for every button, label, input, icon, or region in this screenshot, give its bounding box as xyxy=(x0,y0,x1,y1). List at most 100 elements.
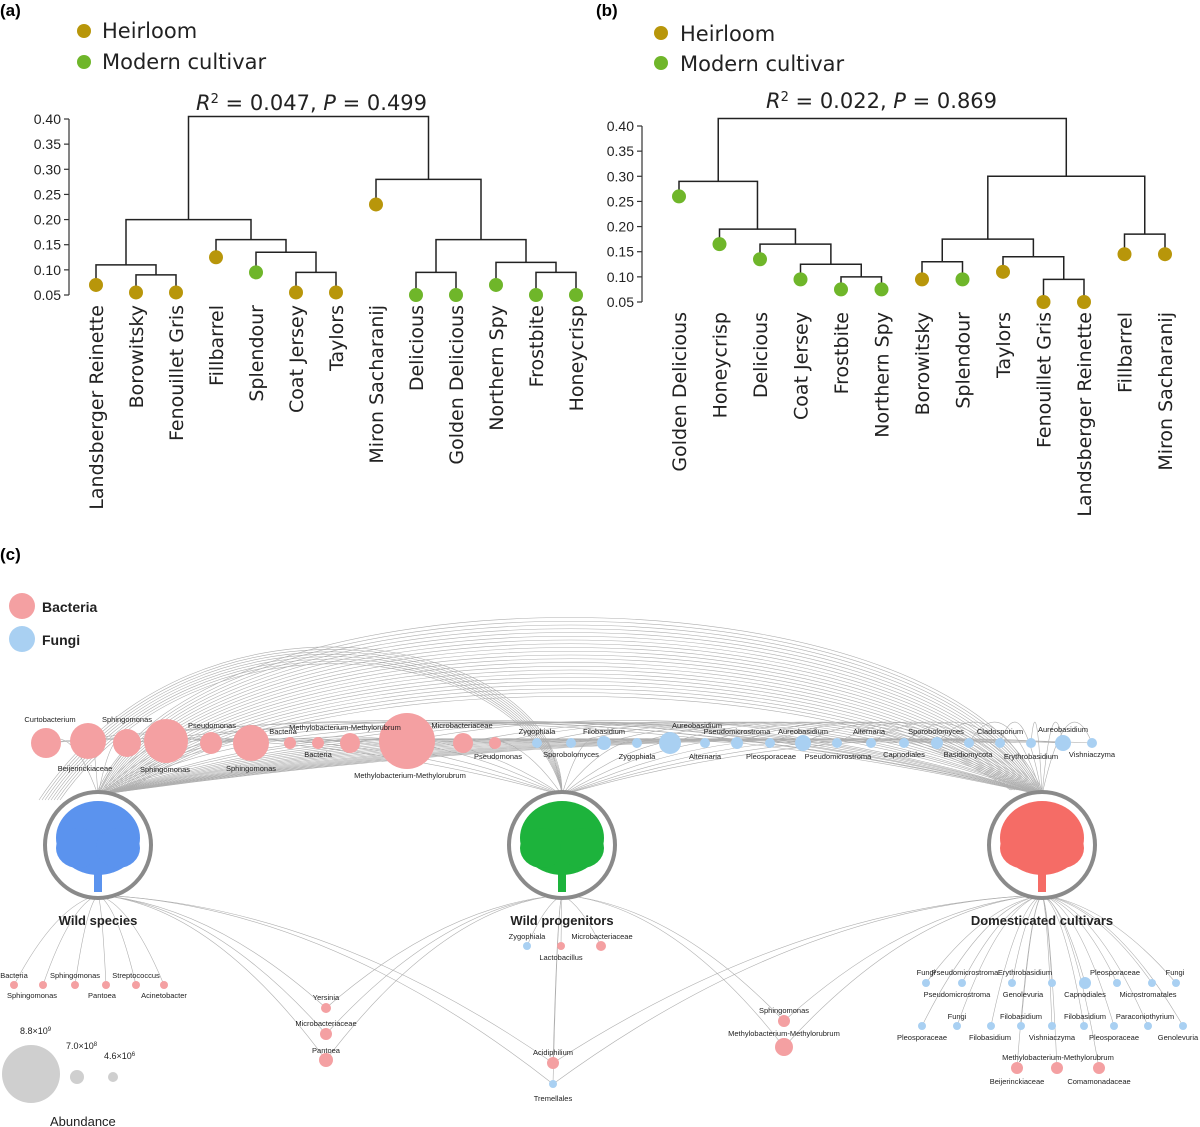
fungi-node xyxy=(958,979,966,987)
fungi-node xyxy=(1172,979,1180,987)
node-label: Curtobacterium xyxy=(24,715,75,724)
fungi-node xyxy=(1079,977,1091,989)
edge-arc xyxy=(47,653,563,801)
edge xyxy=(406,720,1043,796)
panel-b-branches xyxy=(678,117,1166,302)
node-label: Pseudomicrostroma xyxy=(932,968,1000,977)
leaf-label: Northern Spy xyxy=(872,312,894,438)
legend-c-fungi-text: Fungi xyxy=(42,632,80,648)
node-label: Aureobasidium xyxy=(778,727,828,736)
edge-arc xyxy=(41,649,563,801)
leaf-label: Landsberger Reinette xyxy=(86,305,108,510)
node-label: Pseudomonas xyxy=(188,721,236,730)
y-tick-label: 0.20 xyxy=(607,219,634,235)
edge xyxy=(1030,721,1043,796)
leaf-label: Borowitsky xyxy=(126,305,148,408)
bacteria-node xyxy=(102,981,110,989)
leaf-label: Fenouillet Gris xyxy=(166,305,188,441)
edge-arc xyxy=(50,656,563,801)
fungi-node xyxy=(987,1022,995,1030)
node-label: Acinetobacter xyxy=(141,991,187,1000)
node-label: Pseudomicrostroma xyxy=(924,990,992,999)
fungi-node xyxy=(1179,1022,1187,1030)
leaf-label: Borowitsky xyxy=(912,312,934,415)
fungi-node xyxy=(1008,979,1016,987)
node-label: Streptococcus xyxy=(112,971,160,980)
leaf-label: Frostbite xyxy=(526,305,548,387)
fungi-node xyxy=(1017,1022,1025,1030)
bacteria-node xyxy=(379,713,435,769)
tree-icon-red xyxy=(1000,801,1084,892)
dendro-branch xyxy=(255,251,317,273)
bacteria-node xyxy=(596,941,606,951)
fungi-node xyxy=(597,736,611,750)
edge xyxy=(1041,721,1064,796)
leaf-label: Northern Spy xyxy=(486,305,508,431)
fungi-node xyxy=(659,732,681,754)
edge xyxy=(325,894,563,1035)
edge xyxy=(494,721,1043,796)
tree-icon-blue xyxy=(56,801,140,892)
fungi-node xyxy=(566,738,576,748)
node-label: Acidiphilium xyxy=(533,1048,573,1057)
edge xyxy=(669,721,1043,796)
node-label: Sporobolomyces xyxy=(543,750,599,759)
legend-b-modern-marker xyxy=(654,56,668,70)
node-label: Pseudomicrostroma xyxy=(704,727,772,736)
edge xyxy=(1041,894,1100,1069)
leaf-label: Taylors xyxy=(326,305,348,372)
dendro-branch xyxy=(718,228,797,245)
fungi-node xyxy=(1048,1022,1056,1030)
edge-arc xyxy=(100,624,1040,791)
abundance-circle-large xyxy=(2,1045,60,1103)
stat-b-rest: = 0.022, xyxy=(789,89,893,113)
y-tick-label: 0.35 xyxy=(34,136,61,152)
leaf-label: Miron Sacharanij xyxy=(366,305,388,464)
bacteria-node xyxy=(10,981,18,989)
panel-c-label: (c) xyxy=(0,545,21,564)
node-label: Filobasidium xyxy=(1000,1012,1042,1021)
edge-arc xyxy=(99,620,1041,791)
leaf-label: Landsberger Reinette xyxy=(1074,312,1096,517)
node-label: Microstromatales xyxy=(1119,990,1176,999)
node-label: Genolevuria xyxy=(1003,990,1044,999)
bacteria-node xyxy=(39,981,47,989)
node-label: Lactobacillus xyxy=(539,953,583,962)
fungi-node xyxy=(549,1080,557,1088)
leaf-marker xyxy=(289,285,303,300)
edge xyxy=(921,894,1043,1027)
legend-b-heirloom-text: Heirloom xyxy=(680,22,775,46)
leaf-marker xyxy=(409,288,423,302)
edge xyxy=(97,738,1093,796)
stat-a-rest: = 0.047, xyxy=(219,91,323,115)
panel-a-label: (a) xyxy=(0,1,21,20)
leaf-label: Frostbite xyxy=(831,312,853,394)
node-label: Erythrobasidium xyxy=(998,968,1052,977)
leaf-label: Delicious xyxy=(406,305,428,391)
y-tick-label: 0.40 xyxy=(34,111,61,127)
edge xyxy=(736,721,1043,796)
dendro-branch xyxy=(799,263,862,280)
bacteria-node xyxy=(233,725,269,761)
wild-species-label: Wild species xyxy=(59,913,138,928)
fungi-node xyxy=(700,738,710,748)
bacteria-node xyxy=(70,723,106,759)
panel-c-network: (c) Bacteria Fungi Wild species xyxy=(0,545,1199,1127)
legend-c-bacteria-text: Bacteria xyxy=(42,599,97,615)
tree-icon-green xyxy=(520,801,604,892)
bacteria-node xyxy=(312,737,324,749)
leaf-marker xyxy=(753,252,767,267)
dendro-branch xyxy=(678,180,759,230)
bacteria-node xyxy=(321,1003,331,1013)
bacteria-node xyxy=(557,942,565,950)
edge xyxy=(210,721,1043,796)
node-label: Pantoea xyxy=(88,991,117,1000)
edge xyxy=(552,894,1043,1085)
fungi-node xyxy=(832,738,842,748)
legend-a-heirloom-marker xyxy=(77,24,91,38)
bacteria-node xyxy=(340,733,360,753)
fungi-node xyxy=(918,1022,926,1030)
